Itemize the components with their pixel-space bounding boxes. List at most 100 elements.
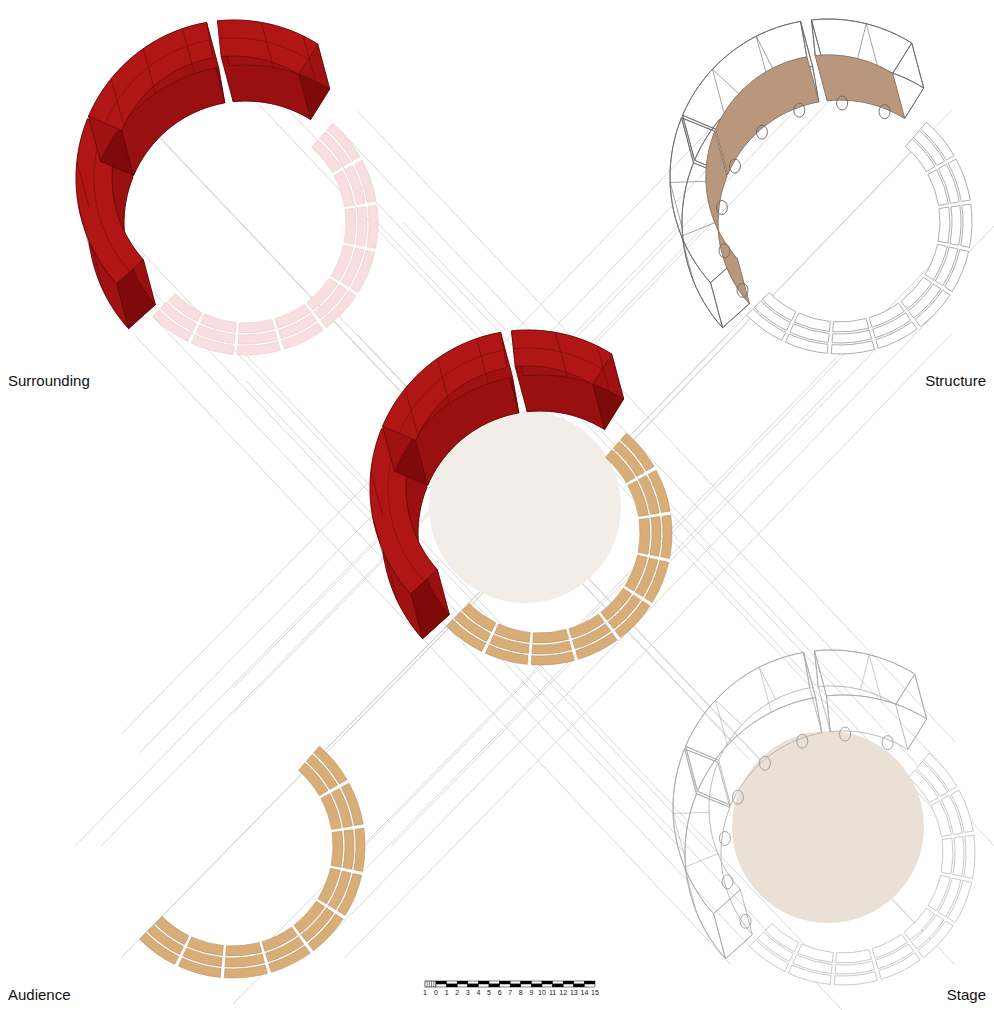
view-label: Structure — [925, 372, 986, 389]
seat-block — [832, 330, 871, 343]
scale-segment — [542, 981, 553, 984]
scale-tick — [433, 981, 434, 987]
stage-floor — [732, 731, 924, 923]
scale-segment — [468, 981, 479, 984]
block-edge — [92, 247, 104, 292]
seat-block — [650, 517, 661, 557]
seat-block — [945, 249, 969, 291]
seat-block — [367, 205, 378, 248]
view-label: Surrounding — [8, 372, 90, 389]
construction-line — [153, 316, 447, 626]
seat-block — [621, 433, 655, 471]
surrounding-block — [89, 22, 225, 175]
wire-edge — [861, 655, 882, 700]
structure-wireframe — [814, 650, 926, 750]
seat-block — [533, 630, 569, 643]
seat-block — [645, 560, 669, 602]
construction-line — [246, 65, 540, 375]
seating-ring — [749, 753, 975, 985]
column — [719, 831, 730, 845]
wire-edge — [673, 812, 709, 858]
seat-block — [788, 965, 831, 984]
wire-face — [686, 746, 731, 805]
seat-block — [331, 831, 343, 867]
seating-ring — [446, 433, 672, 665]
block-edge — [555, 332, 567, 377]
scale-segment — [457, 981, 468, 984]
column — [729, 159, 740, 173]
wire-face — [698, 697, 822, 805]
scale-number: 15 — [591, 989, 599, 997]
wire-face — [896, 674, 927, 750]
scale-number: 10 — [538, 989, 546, 997]
wire-face — [804, 652, 822, 732]
scale-number: 7 — [508, 989, 512, 997]
scale-segment — [510, 984, 521, 987]
construction-line — [339, 316, 633, 626]
scale-number: 8 — [519, 989, 523, 997]
scale-number: 1 — [423, 989, 427, 997]
seat-block — [950, 206, 961, 246]
construction-line — [698, 222, 994, 533]
seat-block — [831, 341, 874, 354]
surrounding-block — [217, 20, 329, 120]
seat-block — [485, 645, 528, 664]
block-edge — [78, 205, 90, 250]
scale-number: 3 — [466, 989, 470, 997]
scale-segment — [478, 984, 489, 987]
column — [840, 727, 851, 741]
view-label: Stage — [947, 986, 986, 1003]
seat-block — [354, 160, 376, 202]
scale-number: 1 — [445, 989, 449, 997]
seat-block — [532, 641, 571, 654]
construction-line — [652, 645, 955, 965]
seat-block — [921, 122, 955, 160]
seating-ring — [152, 123, 378, 355]
block-top-line — [399, 350, 504, 433]
scale-segment — [489, 984, 500, 987]
scale-segment — [510, 981, 521, 984]
wire-face — [714, 890, 753, 959]
seat-block — [948, 880, 972, 922]
construction-line — [447, 626, 750, 946]
seat-block — [836, 950, 872, 963]
inner-wall — [815, 55, 904, 119]
column — [716, 200, 727, 214]
structure-wireframe — [686, 652, 822, 805]
seat-block — [226, 943, 262, 956]
seat-block — [941, 838, 953, 874]
seat-block — [237, 342, 280, 355]
scale-segment — [447, 981, 458, 984]
surrounding-block — [383, 332, 519, 485]
construction-line — [134, 111, 428, 421]
seat-block — [785, 334, 828, 353]
seat-block — [354, 828, 365, 871]
construction-line — [633, 626, 936, 946]
seat-block — [834, 972, 877, 985]
construction-line — [233, 691, 540, 1004]
scale-number: 4 — [476, 989, 480, 997]
column — [737, 283, 748, 297]
column — [756, 125, 767, 139]
construction-line — [633, 440, 936, 760]
seat-block — [615, 601, 650, 638]
seat-block — [918, 921, 953, 958]
block-edge — [597, 346, 609, 391]
scale-number: 0 — [434, 989, 438, 997]
column — [882, 736, 893, 750]
seat-block — [951, 790, 973, 832]
column — [719, 244, 730, 258]
seat-block — [314, 746, 348, 784]
wire-face — [814, 651, 830, 732]
seat-block — [338, 873, 362, 915]
block-top-line — [219, 38, 308, 59]
block-edge — [77, 161, 89, 206]
seat-block — [191, 335, 234, 354]
scale-segment — [531, 981, 542, 984]
seat-block — [178, 958, 221, 977]
seat-block — [749, 940, 788, 972]
seat-block — [835, 961, 874, 974]
seat-block — [344, 208, 356, 244]
scale-segment — [425, 981, 436, 987]
scale-number: 6 — [498, 989, 502, 997]
